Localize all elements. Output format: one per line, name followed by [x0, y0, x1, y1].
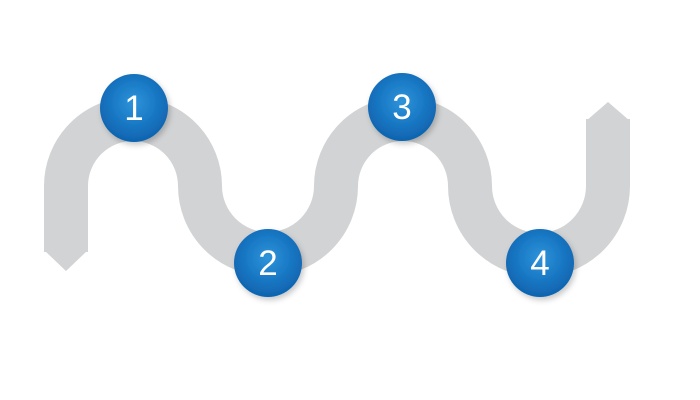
path-end-tip [586, 102, 630, 121]
step-4-sphere [506, 229, 574, 297]
step-node-2: 2 [234, 229, 302, 297]
step-node-3: 3 [368, 73, 436, 141]
step-1-label: 1 [124, 89, 143, 128]
step-3-sphere [368, 73, 436, 141]
step-4-label: 4 [530, 244, 549, 283]
path-start-tip [44, 250, 88, 271]
step-2-sphere [234, 229, 302, 297]
step-node-4: 4 [506, 229, 574, 297]
step-node-1: 1 [100, 74, 168, 142]
step-2-label: 2 [258, 244, 277, 283]
step-1-sphere [100, 74, 168, 142]
step-3-label: 3 [392, 88, 411, 127]
serpentine-path [44, 97, 630, 277]
